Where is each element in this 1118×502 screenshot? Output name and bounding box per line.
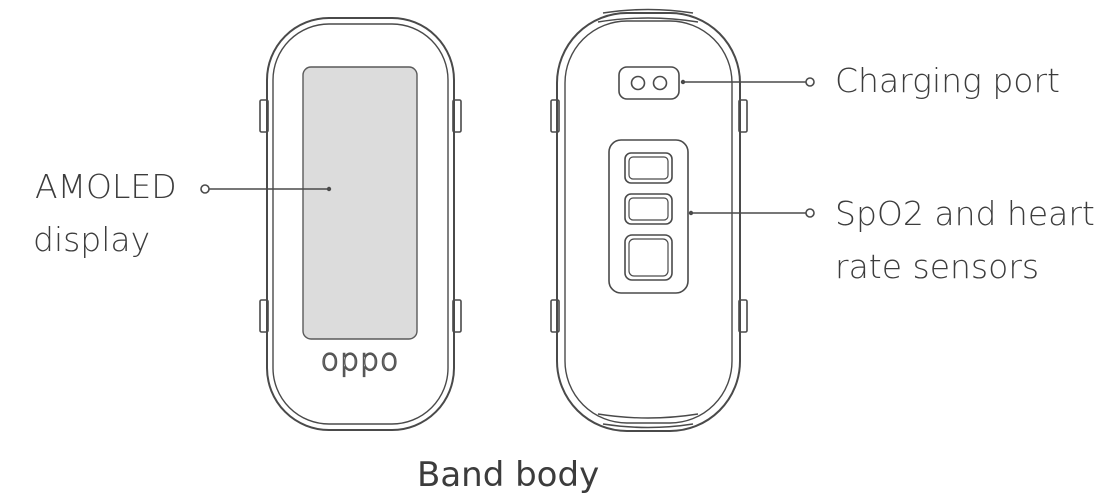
sensor-window-bottom-inner xyxy=(628,238,669,277)
sensor-window-bottom xyxy=(624,234,673,281)
sensors-leader xyxy=(688,208,815,218)
front-inner-shell xyxy=(272,23,449,425)
back-top-slot-outer xyxy=(602,8,694,14)
amoled-display-label-line1: AMOLED xyxy=(35,167,177,206)
band-back-view xyxy=(550,8,748,432)
front-outer-shell xyxy=(266,17,455,431)
charging-leader-endpoint xyxy=(805,77,815,87)
back-left-lower-lug xyxy=(550,299,560,333)
back-top-slot-inner xyxy=(597,17,699,23)
sensor-window-middle-inner xyxy=(628,197,669,221)
sensors-label-line1: SpO2 and heart xyxy=(835,194,1095,233)
sensors-leader-start-dot xyxy=(688,210,694,216)
back-bottom-slot-inner xyxy=(597,413,699,419)
display-leader xyxy=(200,184,332,194)
charging-leader-start-dot xyxy=(680,79,686,85)
back-inner-shell xyxy=(564,20,733,424)
sensor-module xyxy=(608,139,689,294)
sensor-window-top xyxy=(624,152,673,184)
display-leader-endpoint xyxy=(200,184,210,194)
sensor-window-middle xyxy=(624,193,673,225)
display-leader-dot xyxy=(326,186,332,192)
oppo-logo: oppo xyxy=(321,343,400,378)
amoled-screen xyxy=(302,66,418,340)
charging-port-label: Charging port xyxy=(835,61,1060,100)
band-body-caption: Band body xyxy=(417,455,600,495)
charging-port xyxy=(618,66,680,100)
sensors-leader-endpoint xyxy=(805,208,815,218)
band-front-view xyxy=(259,17,462,431)
back-bottom-slot-outer xyxy=(602,423,694,429)
charging-port-leader xyxy=(680,77,815,87)
sensor-window-top-inner xyxy=(628,156,669,180)
amoled-display-label-line2: display xyxy=(33,220,151,259)
charging-pin-right xyxy=(652,75,668,91)
back-outer-shell xyxy=(556,12,741,432)
charging-pin-left xyxy=(630,75,646,91)
sensors-label-line2: rate sensors xyxy=(835,247,1040,286)
back-left-upper-lug xyxy=(550,99,560,133)
